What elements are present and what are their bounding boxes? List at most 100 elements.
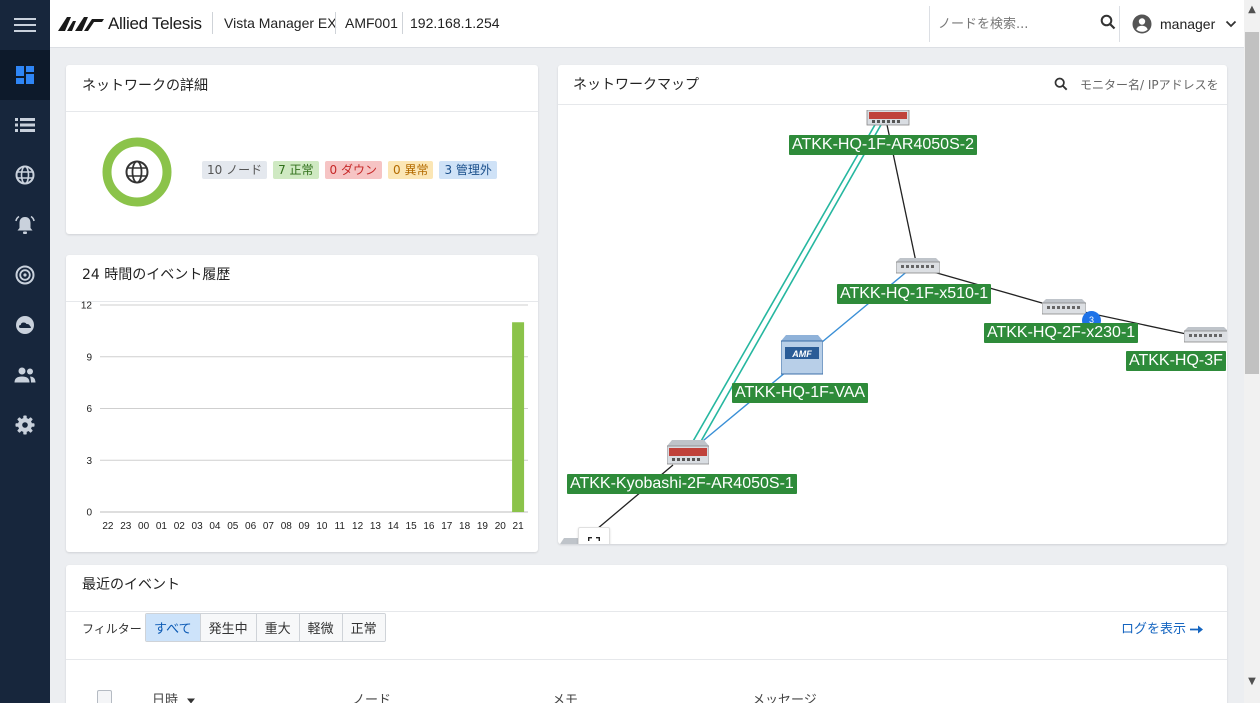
column-header-memo[interactable]: メモ: [552, 693, 579, 703]
username: manager: [1160, 16, 1216, 32]
scroll-up-arrow-icon[interactable]: ▲: [1248, 4, 1256, 15]
scroll-thumb[interactable]: [1245, 32, 1259, 374]
network-map-canvas[interactable]: ATKK-HQ-1F-AR4050S-2 ATKK-HQ-1F-x510-1 3…: [558, 105, 1227, 544]
event-bar-21[interactable]: [512, 322, 525, 512]
area-name: AMF001: [345, 15, 398, 31]
show-log-link[interactable]: ログを表示: [1121, 618, 1204, 637]
card-divider: [66, 301, 538, 302]
search-icon[interactable]: [1100, 14, 1116, 30]
x-tick-label: 00: [138, 521, 150, 532]
settings-icon: [15, 415, 35, 435]
switch-device-icon[interactable]: [1042, 299, 1086, 315]
x-tick-label: 12: [352, 521, 364, 532]
brand-logo[interactable]: Allied Telesis: [58, 14, 202, 34]
column-header-node[interactable]: ノード: [352, 693, 392, 703]
filter-all-button[interactable]: すべて: [146, 614, 201, 641]
filter-label: フィルター: [82, 622, 142, 636]
x-tick-label: 23: [120, 521, 132, 532]
x-tick-label: 13: [370, 521, 382, 532]
show-log-label: ログを表示: [1121, 622, 1187, 637]
x-tick-label: 18: [459, 521, 471, 532]
card-divider: [558, 104, 1227, 105]
fullscreen-button[interactable]: [578, 527, 610, 544]
event-filter-group: すべて 発生中 重大 軽微 正常: [145, 613, 386, 642]
total-nodes-badge[interactable]: 10 ノード: [202, 161, 268, 179]
user-menu[interactable]: manager: [1119, 6, 1244, 42]
node-label-hq3f[interactable]: ATKK-HQ-3F: [1126, 351, 1226, 371]
select-all-checkbox[interactable]: [97, 690, 112, 703]
node-label-ar4050s-2[interactable]: ATKK-HQ-1F-AR4050S-2: [789, 135, 977, 155]
sidebar: [0, 0, 50, 703]
x-tick-label: 22: [102, 521, 114, 532]
x-tick-label: 09: [299, 521, 311, 532]
x-tick-label: 14: [388, 521, 400, 532]
dashboard-icon: [16, 66, 34, 84]
alarm-bell-icon: [15, 215, 35, 234]
sidebar-item-network[interactable]: [0, 150, 50, 200]
switch-device-icon[interactable]: [1184, 327, 1227, 343]
filter-critical-button[interactable]: 重大: [256, 614, 300, 641]
sidebar-item-settings[interactable]: [0, 400, 50, 450]
card-divider: [66, 659, 1227, 660]
cloud-icon: [16, 316, 34, 334]
allied-telesis-logo-icon: [58, 17, 104, 31]
node-label-x510[interactable]: ATKK-HQ-1F-x510-1: [837, 284, 992, 304]
switch-device-icon[interactable]: [896, 258, 940, 274]
node-search-input[interactable]: [938, 14, 1088, 34]
filter-active-button[interactable]: 発生中: [200, 614, 257, 641]
chevron-down-icon: [1226, 20, 1237, 28]
y-tick-label: 6: [86, 404, 92, 415]
radar-icon: [15, 265, 35, 285]
x-tick-label: 02: [174, 521, 186, 532]
sidebar-item-dashboard[interactable]: [0, 50, 50, 100]
vaa-appliance-icon[interactable]: AMF: [781, 335, 823, 375]
column-header-message[interactable]: メッセージ: [752, 693, 817, 703]
sidebar-item-monitor[interactable]: [0, 250, 50, 300]
page-scrollbar[interactable]: ▲ ▼: [1244, 0, 1260, 703]
card-divider: [66, 111, 538, 112]
unmanaged-nodes-badge[interactable]: 3 管理外: [439, 161, 497, 179]
scroll-down-arrow-icon[interactable]: ▼: [1248, 676, 1256, 687]
menu-toggle-button[interactable]: [0, 0, 50, 50]
router-device-icon[interactable]: [667, 440, 709, 466]
node-label-x230[interactable]: ATKK-HQ-2F-x230-1: [984, 323, 1139, 343]
network-details-title: ネットワークの詳細: [82, 78, 208, 94]
vaa-badge-text: AMF: [792, 349, 812, 359]
x-tick-label: 16: [423, 521, 435, 532]
filter-minor-button[interactable]: 軽微: [299, 614, 343, 641]
device-ip: 192.168.1.254: [410, 15, 500, 31]
sidebar-item-alarms[interactable]: [0, 200, 50, 250]
sidebar-item-users[interactable]: [0, 350, 50, 400]
header-divider: [335, 12, 336, 34]
y-tick-label: 12: [81, 301, 93, 312]
node-label-kyobashi[interactable]: ATKK-Kyobashi-2F-AR4050S-1: [567, 474, 797, 494]
list-icon: [15, 118, 35, 132]
router-device-icon[interactable]: [866, 110, 910, 128]
map-search-input[interactable]: [1080, 75, 1225, 95]
sidebar-item-list[interactable]: [0, 100, 50, 150]
sidebar-item-cloud[interactable]: [0, 300, 50, 350]
x-tick-label: 03: [192, 521, 204, 532]
users-icon: [14, 367, 36, 383]
x-tick-label: 19: [477, 521, 489, 532]
x-tick-label: 04: [209, 521, 221, 532]
y-tick-label: 0: [86, 508, 92, 519]
header-divider: [212, 12, 213, 34]
column-header-datetime[interactable]: 日時: [152, 689, 196, 703]
filter-normal-button[interactable]: 正常: [342, 614, 385, 641]
map-search-icon[interactable]: [1054, 77, 1068, 91]
account-circle-icon: [1132, 14, 1152, 34]
column-header-datetime-label: 日時: [152, 693, 179, 703]
header-divider: [402, 12, 403, 34]
globe-icon: [15, 165, 35, 185]
down-nodes-badge[interactable]: 0 ダウン: [324, 161, 382, 179]
network-map-card: ネットワークマップ ATKK-HQ-1F-AR4050S-2 ATKK-HQ-1…: [558, 65, 1227, 544]
node-label-vaa[interactable]: ATKK-HQ-1F-VAA: [732, 383, 869, 403]
recent-events-title: 最近のイベント: [82, 577, 180, 593]
x-tick-label: 07: [263, 521, 275, 532]
x-tick-label: 10: [316, 521, 328, 532]
abnormal-nodes-badge[interactable]: 0 異常: [388, 161, 434, 179]
normal-nodes-badge[interactable]: 7 正常: [273, 161, 319, 179]
